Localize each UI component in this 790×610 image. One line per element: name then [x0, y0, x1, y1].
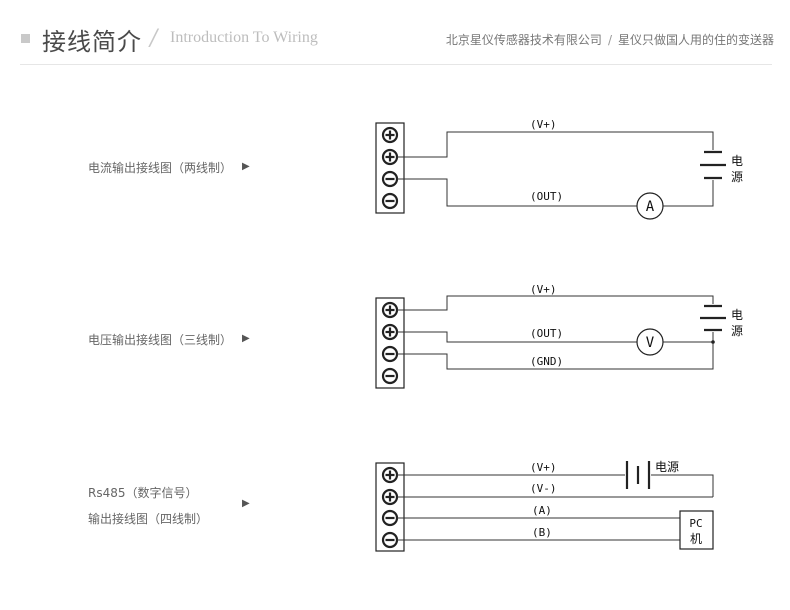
diagram-2-label: 电压输出接线图（三线制）: [88, 333, 233, 347]
page-title: 接线简介: [42, 28, 142, 56]
page-header: 接线简介 / Introduction To Wiring 北京星仪传感器技术有…: [0, 0, 790, 66]
terminal-plus-icon: [381, 323, 399, 341]
company-name: 北京星仪传感器技术有限公司: [445, 33, 602, 47]
wire-label-vplus-2: (V+): [530, 283, 557, 296]
terminal-minus-icon: [381, 345, 399, 363]
power-label-1-top: 电: [731, 154, 743, 168]
diagram-1-label: 电流输出接线图（两线制）: [88, 161, 233, 175]
diagram-3-arrow-icon: ▶: [242, 498, 250, 509]
voltmeter-icon: [636, 328, 664, 356]
diagram-3-label-line1: Rs485（数字信号）: [88, 486, 198, 500]
header-square-icon: [21, 34, 30, 43]
meter-1-label: A: [646, 199, 655, 215]
terminal-plus-icon: [381, 126, 399, 144]
power-supply-2-icon: [700, 304, 726, 332]
wire-label-a-3: (A): [532, 504, 552, 517]
terminal-plus-icon: [381, 466, 399, 484]
diagram-3: 电源 PC 机 (V+) (V-) (A) (B): [375, 460, 714, 552]
terminal-minus-icon: [381, 531, 399, 549]
ammeter-icon: [636, 192, 664, 220]
diagram-2: 电 源 V (V+) (OUT) (GND): [375, 283, 743, 389]
wire-label-out-1: (OUT): [530, 190, 563, 203]
wire-label-vplus-3: (V+): [530, 461, 557, 474]
pc-label-top: PC: [689, 517, 702, 530]
power-label-2-top: 电: [731, 308, 743, 322]
terminal-minus-icon: [381, 367, 399, 385]
pc-label-bottom: 机: [690, 532, 702, 546]
terminal-plus-icon: [381, 488, 399, 506]
wire-label-vminus-3: (V-): [530, 482, 557, 495]
power-label-1-bottom: 源: [731, 170, 743, 184]
power-supply-1-icon: [700, 150, 726, 180]
power-label-2-bottom: 源: [731, 324, 743, 338]
diagram-1: 电 源 A (V+) (OUT): [375, 118, 743, 220]
terminal-plus-icon: [381, 148, 399, 166]
diagram-2-arrow-icon: ▶: [242, 333, 250, 344]
power-label-3: 电源: [655, 460, 679, 474]
terminal-minus-icon: [381, 192, 399, 210]
diagram-3-label-line2: 输出接线图（四线制）: [88, 512, 209, 526]
terminal-minus-icon: [381, 170, 399, 188]
terminal-plus-icon: [381, 301, 399, 319]
meter-2-label: V: [646, 335, 655, 351]
pc-box: [679, 510, 714, 550]
wire-label-out-2: (OUT): [530, 327, 563, 340]
page-subtitle: Introduction To Wiring: [170, 29, 318, 46]
diagram-1-arrow-icon: ▶: [242, 161, 250, 172]
wire-label-vplus-1: (V+): [530, 118, 557, 131]
terminal-minus-icon: [381, 509, 399, 527]
header-divider: [20, 64, 772, 65]
header-separator: /: [607, 33, 612, 47]
header-right-text: 北京星仪传感器技术有限公司 / 星仪只做国人用的住的变送器: [446, 31, 774, 48]
wire-label-b-3: (B): [532, 526, 552, 539]
battery-icon: [625, 461, 651, 489]
title-slash: /: [150, 26, 158, 51]
company-slogan: 星仪只做国人用的住的变送器: [617, 33, 774, 47]
wire-label-gnd-2: (GND): [530, 355, 563, 368]
